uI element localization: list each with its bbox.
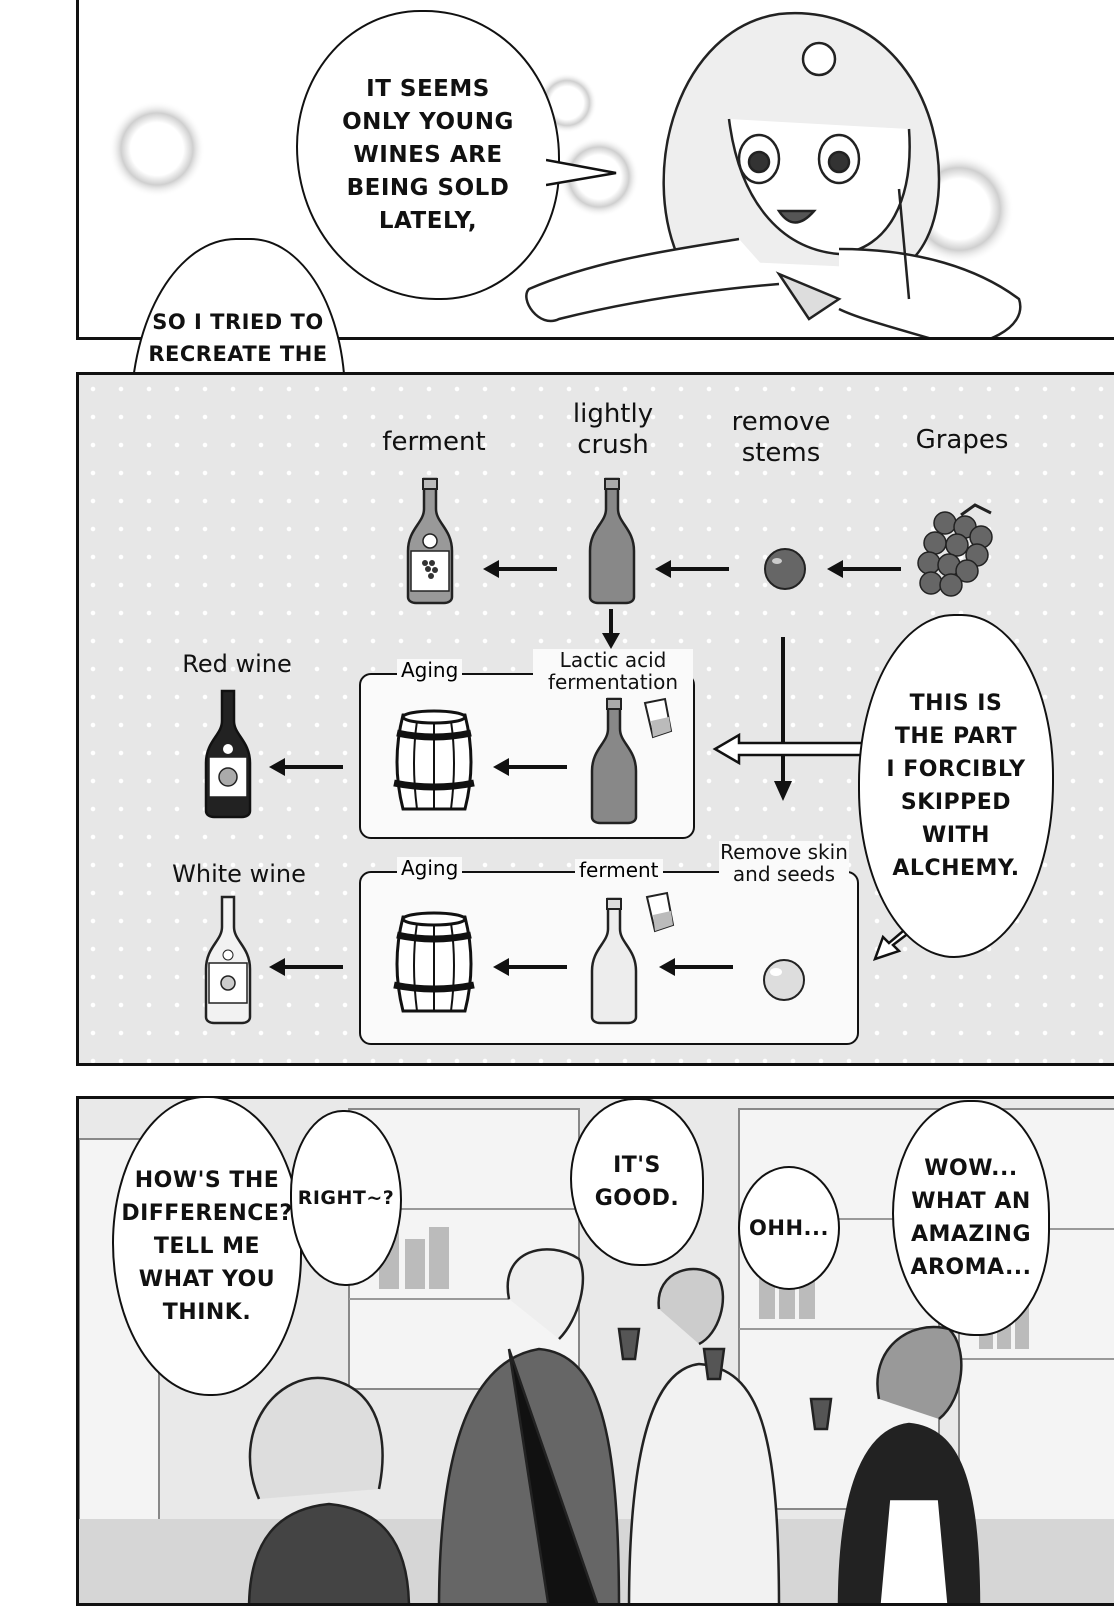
- label-aging-red: Aging: [397, 659, 463, 681]
- bubble-text: IT'S GOOD.: [594, 1153, 680, 1211]
- label-red-wine: Red wine: [182, 650, 292, 678]
- red-wine-bottle-icon: [204, 689, 252, 819]
- bubble-text: OHH...: [749, 1215, 829, 1240]
- speech-bubble-alchemy: THIS IS THE PART I FORCIBLY SKIPPED WITH…: [858, 614, 1054, 958]
- arrow-left-icon: [659, 958, 733, 976]
- label-lightly-crush: lightly crush: [572, 399, 654, 460]
- lactic-bottle-icon: [590, 697, 638, 825]
- grapes-icon: [917, 503, 993, 597]
- bubble-text: THIS IS THE PART I FORCIBLY SKIPPED WITH…: [886, 691, 1026, 881]
- speech-bubble-good: IT'S GOOD.: [570, 1098, 704, 1266]
- speech-bubble-right: RIGHT~?: [290, 1110, 402, 1286]
- fermenting-bottle-icon: [406, 477, 454, 605]
- arrow-down-icon: [602, 609, 620, 649]
- diagram-panel: Grapes remove stems lightly crush fermen…: [76, 372, 1114, 1066]
- barrel-icon: [393, 911, 475, 1013]
- label-lactic-acid-fermentation: Lactic acid fermentation: [533, 649, 693, 693]
- label-remove-stems: remove stems: [731, 407, 831, 468]
- barrel-icon: [393, 709, 475, 811]
- white-ferment-bottle-icon: [590, 897, 638, 1025]
- speech-bubble-ohh: OHH...: [738, 1166, 840, 1290]
- arrow-left-icon: [655, 560, 729, 578]
- speech-bubble-wow: WOW... WHAT AN AMAZING AROMA...: [892, 1100, 1050, 1336]
- label-aging-white: Aging: [397, 857, 463, 879]
- speech-bubble-young-wines: IT SEEMS ONLY YOUNG WINES ARE BEING SOLD…: [296, 10, 560, 300]
- arrow-left-icon: [269, 958, 343, 976]
- arrow-left-icon: [483, 560, 557, 578]
- vial-icon: [643, 697, 673, 739]
- sparkle-orb: [109, 101, 205, 197]
- white-wine-bottle-icon: [204, 895, 252, 1025]
- bubble-text: WOW... WHAT AN AMAZING AROMA...: [910, 1156, 1032, 1280]
- label-white-wine: White wine: [172, 860, 306, 888]
- bubble-tail: [546, 158, 617, 187]
- vial-icon: [645, 891, 675, 933]
- girl-illustration: [525, 11, 1022, 337]
- bubble-text: IT SEEMS ONLY YOUNG WINES ARE BEING SOLD…: [342, 75, 514, 234]
- grape-berry-icon: [764, 548, 806, 590]
- arrow-left-icon: [493, 758, 567, 776]
- hollow-arrow-left-icon: [712, 732, 869, 766]
- label-grapes: Grapes: [915, 425, 1009, 455]
- crushed-bottle-icon: [588, 477, 636, 605]
- label-ferment-white: ferment: [575, 859, 663, 881]
- speech-bubble-difference: HOW'S THE DIFFERENCE? TELL ME WHAT YOU T…: [112, 1096, 302, 1396]
- arrow-left-icon: [493, 958, 567, 976]
- label-ferment-top: ferment: [382, 427, 486, 457]
- label-remove-skin-seeds: Remove skin and seeds: [719, 840, 849, 886]
- bubble-text: HOW'S THE DIFFERENCE? TELL ME WHAT YOU T…: [121, 1167, 293, 1325]
- arrow-down-long-icon: [774, 637, 792, 801]
- bubble-text: RIGHT~?: [297, 1186, 395, 1209]
- top-panel-art: [109, 11, 1022, 337]
- arrow-left-icon: [269, 758, 343, 776]
- arrow-left-icon: [827, 560, 901, 578]
- peeled-grape-icon: [763, 959, 805, 1001]
- characters-illustration: [247, 1248, 981, 1603]
